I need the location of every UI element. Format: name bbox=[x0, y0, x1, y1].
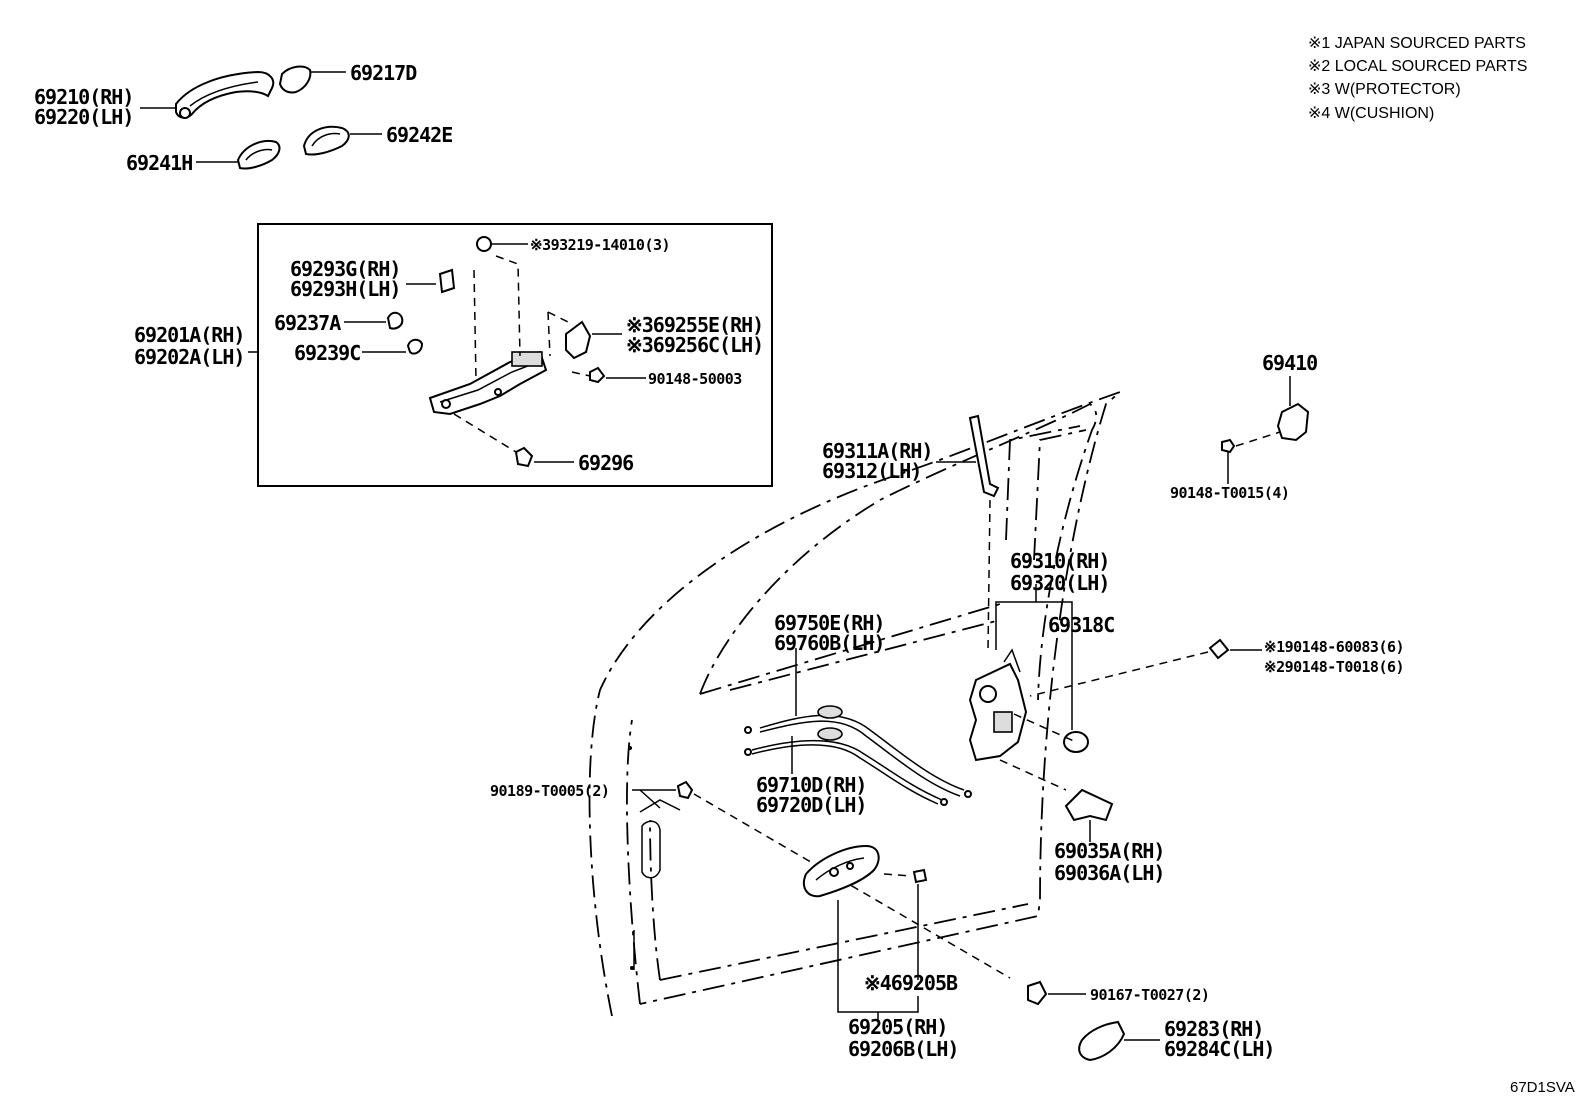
label-69750E: 69750E(RH) bbox=[774, 611, 884, 635]
inside-handle-part bbox=[802, 844, 880, 898]
protector-69255-part bbox=[565, 320, 592, 360]
label-93219: ※393219-14010(3) bbox=[530, 236, 670, 254]
inside-handle-group: ※469205B 69205(RH) 69206B(LH) bbox=[802, 844, 959, 1061]
label-69205: 69205(RH) bbox=[848, 1015, 947, 1039]
label-90148-T0015: 90148-T0015(4) bbox=[1170, 484, 1289, 502]
handle-frame-box: ※393219-14010(3) 69293G(RH) 69293H(LH) 6… bbox=[248, 223, 773, 487]
label-69220: 69220(LH) bbox=[34, 105, 133, 129]
label-90148-50003: 90148-50003 bbox=[648, 370, 742, 388]
clip-90189-part bbox=[676, 780, 694, 800]
label-69410: 69410 bbox=[1262, 351, 1317, 375]
diagram-code: 67D1SVA bbox=[1510, 1079, 1575, 1096]
lock-rod-group: 69311A(RH) 69312(LH) bbox=[822, 414, 1000, 651]
label-69320: 69320(LH) bbox=[1010, 571, 1109, 595]
label-69312: 69312(LH) bbox=[822, 459, 921, 483]
bolt-90148-50003-part bbox=[589, 366, 606, 384]
label-69241H: 69241H bbox=[126, 151, 192, 175]
screw-90167-group: 90167-T0027(2) bbox=[1027, 980, 1210, 1006]
screw-90167-part bbox=[1027, 980, 1048, 1006]
note-2: ※2 LOCAL SOURCED PARTS bbox=[1308, 58, 1527, 75]
label-69760B: 69760B(LH) bbox=[774, 631, 884, 655]
cushion-69205B-part bbox=[912, 868, 928, 884]
handle-cap-part bbox=[278, 65, 312, 94]
clip-90189-group: 90189-T0005(2) bbox=[490, 780, 1011, 979]
label-90189: 90189-T0005(2) bbox=[490, 782, 609, 800]
label-69205B: ※469205B bbox=[864, 971, 958, 995]
note-4: ※4 W(CUSHION) bbox=[1308, 105, 1434, 122]
handle-pad-rear-part bbox=[302, 125, 350, 156]
notes-legend: ※1 JAPAN SOURCED PARTS ※2 LOCAL SOURCED … bbox=[1308, 35, 1527, 122]
note-1: ※1 JAPAN SOURCED PARTS bbox=[1308, 35, 1526, 52]
handle-frame-part bbox=[428, 350, 548, 416]
lock-screw-part bbox=[1208, 638, 1230, 660]
label-69311A: 69311A(RH) bbox=[822, 439, 932, 463]
label-69318C: 69318C bbox=[1048, 613, 1114, 637]
label-69036A: 69036A(LH) bbox=[1054, 861, 1164, 885]
clip-69239C-part bbox=[406, 338, 424, 355]
label-69710D: 69710D(RH) bbox=[756, 773, 866, 797]
door-lock-group: 69310(RH) 69320(LH) 69318C ※190148-60083… bbox=[968, 549, 1405, 791]
label-69293G: 69293G(RH) bbox=[290, 257, 400, 281]
label-69310: 69310(RH) bbox=[1010, 549, 1109, 573]
label-69239C: 69239C bbox=[294, 341, 360, 365]
label-69255E: ※369255E(RH) bbox=[626, 313, 763, 337]
note-3: ※3 W(PROTECTOR) bbox=[1308, 81, 1461, 98]
cable-upper-part bbox=[759, 714, 965, 791]
label-69256C: ※369256C(LH) bbox=[626, 333, 763, 357]
screw-69296-part bbox=[514, 446, 534, 468]
cable-group: 69750E(RH) 69760B(LH) 69710D(RH) 69720D(… bbox=[744, 611, 972, 817]
washer-69318C-part bbox=[1063, 731, 1089, 753]
label-90167: 90167-T0027(2) bbox=[1090, 986, 1209, 1004]
striker-bolt-part bbox=[1221, 438, 1236, 454]
label-90148-T0018: ※290148-T0018(6) bbox=[1264, 658, 1404, 676]
label-69720D: 69720D(LH) bbox=[756, 793, 866, 817]
outside-handle-group: 69210(RH) 69220(LH) 69217D 69242E 69241H bbox=[34, 61, 453, 175]
label-69296: 69296 bbox=[578, 451, 633, 475]
label-69201A: 69201A(RH) bbox=[134, 323, 244, 347]
bezel-group: 69283(RH) 69284C(LH) bbox=[1078, 1017, 1275, 1062]
striker-part bbox=[1276, 402, 1310, 442]
bezel-69283-part bbox=[1078, 1020, 1126, 1062]
clip-69293-part bbox=[438, 268, 456, 294]
label-69217D: 69217D bbox=[350, 61, 417, 85]
cable-lower-part bbox=[751, 740, 943, 801]
clip-69237A-part bbox=[386, 311, 404, 330]
label-69237A: 69237A bbox=[274, 311, 341, 335]
label-69035A: 69035A(RH) bbox=[1054, 839, 1164, 863]
outside-handle-part bbox=[175, 70, 275, 119]
lock-rod-part bbox=[968, 414, 1000, 498]
door-outline bbox=[588, 391, 1121, 1017]
striker-group: 69410 90148-T0015(4) bbox=[1170, 351, 1318, 502]
handle-pad-front-part bbox=[236, 140, 281, 170]
lock-cover-part bbox=[1064, 788, 1114, 822]
label-69210: 69210(RH) bbox=[34, 85, 133, 109]
label-69242E: 69242E bbox=[386, 123, 452, 147]
label-69202A: 69202A(LH) bbox=[134, 345, 244, 369]
label-69293H: 69293H(LH) bbox=[290, 277, 400, 301]
label-69283: 69283(RH) bbox=[1164, 1017, 1263, 1041]
label-69206B: 69206B(LH) bbox=[848, 1037, 958, 1061]
label-69284C: 69284C(LH) bbox=[1164, 1037, 1274, 1061]
label-90148-60083: ※190148-60083(6) bbox=[1264, 638, 1404, 656]
lock-cover-group: 69035A(RH) 69036A(LH) bbox=[1054, 788, 1165, 885]
screw-93219-part bbox=[476, 236, 492, 252]
